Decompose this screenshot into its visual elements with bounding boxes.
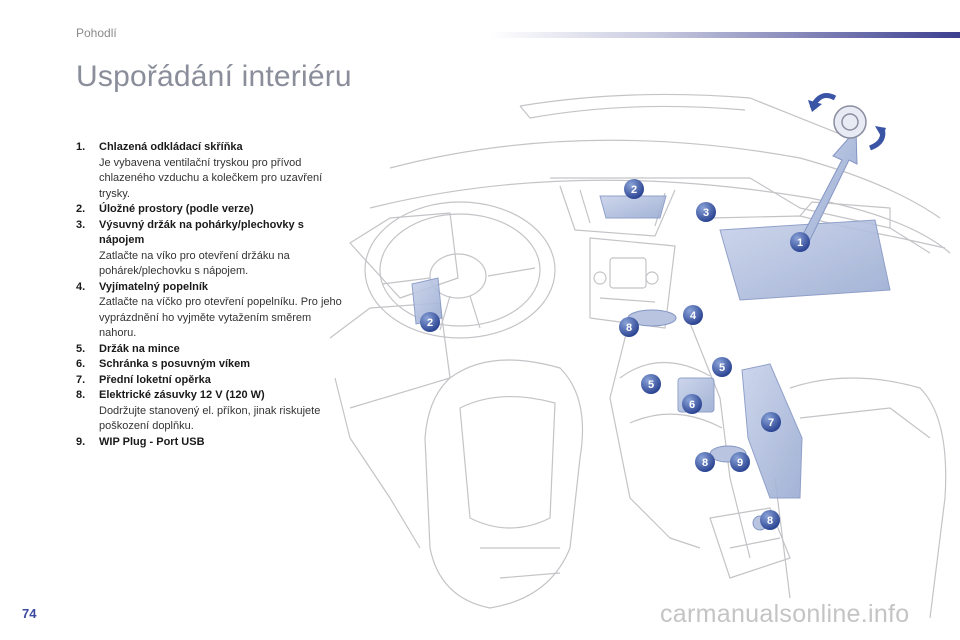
pointer-arrow bbox=[797, 128, 858, 249]
callout-label: 5 bbox=[719, 362, 725, 374]
item-number: 1. bbox=[76, 141, 86, 153]
storage-highlight-left bbox=[411, 277, 443, 325]
legend-item-5: 5. Držák na mince bbox=[76, 342, 346, 358]
item-heading: Úložné prostory (podle verze) bbox=[99, 203, 254, 215]
callout-label: 9 bbox=[737, 457, 743, 469]
legend-item-9: 9. WIP Plug - Port USB bbox=[76, 435, 346, 451]
legend-item-3: 3. Výsuvný držák na pohárky/plechovky s … bbox=[76, 218, 346, 280]
page-number: 74 bbox=[22, 606, 37, 621]
callout-8: 8 bbox=[695, 452, 715, 472]
item-heading: Výsuvný držák na pohárky/plechovky s náp… bbox=[99, 218, 304, 247]
legend-item-2: 2. Úložné prostory (podle verze) bbox=[76, 202, 346, 218]
legend-item-4: 4. Vyjímatelný popelník Zatlačte na víčk… bbox=[76, 280, 346, 342]
storage-highlight-dash bbox=[599, 195, 667, 219]
watermark: carmanualsonline.info bbox=[660, 600, 910, 628]
callout-label: 5 bbox=[648, 379, 654, 391]
callout-8: 8 bbox=[619, 317, 639, 337]
item-number: 2. bbox=[76, 203, 86, 215]
page-title: Uspořádání interiéru bbox=[76, 60, 352, 93]
vent-wheel bbox=[833, 105, 867, 139]
item-heading: Přední loketní opěrka bbox=[99, 373, 211, 386]
item-number: 8. bbox=[76, 389, 86, 401]
legend-list: 1. Chlazená odkládací skříňka Je vybaven… bbox=[76, 140, 346, 450]
item-heading: Elektrické zásuvky 12 V (120 W) bbox=[99, 389, 265, 401]
callout-label: 7 bbox=[768, 417, 774, 429]
item-heading: Držák na mince bbox=[99, 342, 180, 355]
callout-label: 2 bbox=[427, 317, 433, 329]
line-drawing bbox=[330, 93, 951, 618]
item-number: 5. bbox=[76, 342, 86, 355]
legend-item-6: 6. Schránka s posuvným víkem bbox=[76, 357, 346, 373]
legend-item-1: 1. Chlazená odkládací skříňka Je vybaven… bbox=[76, 140, 346, 202]
interior-illustration: 1 2 3 2 8 4 5 5 6 7 8 9 8 .illus text { … bbox=[330, 93, 951, 618]
callout-4: 4 bbox=[683, 305, 703, 325]
item-heading: Chlazená odkládací skříňka bbox=[99, 141, 243, 153]
callout-7: 7 bbox=[761, 412, 781, 432]
callout-label: 8 bbox=[767, 515, 773, 527]
callout-label: 6 bbox=[689, 399, 695, 411]
callout-label: 1 bbox=[797, 237, 803, 249]
item-description: Zatlačte na víčko pro otevření popelníku… bbox=[99, 296, 342, 339]
callout-label: 2 bbox=[631, 184, 637, 196]
item-description: Dodržujte stanovený el. příkon, jinak ri… bbox=[99, 404, 321, 433]
item-heading: Schránka s posuvným víkem bbox=[99, 358, 251, 370]
callout-5: 5 bbox=[641, 374, 661, 394]
item-number: 3. bbox=[76, 218, 86, 231]
callout-2: 2 bbox=[624, 179, 644, 199]
callout-label: 4 bbox=[690, 310, 697, 322]
callout-5: 5 bbox=[712, 357, 732, 377]
item-heading: WIP Plug - Port USB bbox=[99, 435, 205, 448]
legend-item-7: 7. Přední loketní opěrka bbox=[76, 373, 346, 389]
callout-2: 2 bbox=[420, 312, 440, 332]
legend-item-8: 8. Elektrické zásuvky 12 V (120 W) Dodrž… bbox=[76, 388, 346, 435]
item-number: 6. bbox=[76, 358, 86, 370]
header-rule bbox=[490, 32, 960, 38]
glovebox-highlight bbox=[719, 219, 891, 301]
section-title: Pohodlí bbox=[76, 26, 117, 40]
item-number: 9. bbox=[76, 435, 86, 448]
callout-9: 9 bbox=[730, 452, 750, 472]
item-description: Zatlačte na víko pro otevření držáku na … bbox=[99, 249, 290, 278]
callout-6: 6 bbox=[682, 394, 702, 414]
callout-label: 3 bbox=[703, 207, 709, 219]
item-heading: Vyjímatelný popelník bbox=[99, 280, 209, 293]
callout-8: 8 bbox=[760, 510, 780, 530]
callout-label: 8 bbox=[626, 322, 632, 334]
callout-3: 3 bbox=[696, 202, 716, 222]
item-number: 4. bbox=[76, 280, 86, 293]
item-number: 7. bbox=[76, 373, 86, 386]
callout-1: 1 bbox=[790, 232, 810, 252]
callout-label: 8 bbox=[702, 457, 708, 469]
item-description: Je vybavena ventilační tryskou pro přívo… bbox=[99, 156, 323, 200]
